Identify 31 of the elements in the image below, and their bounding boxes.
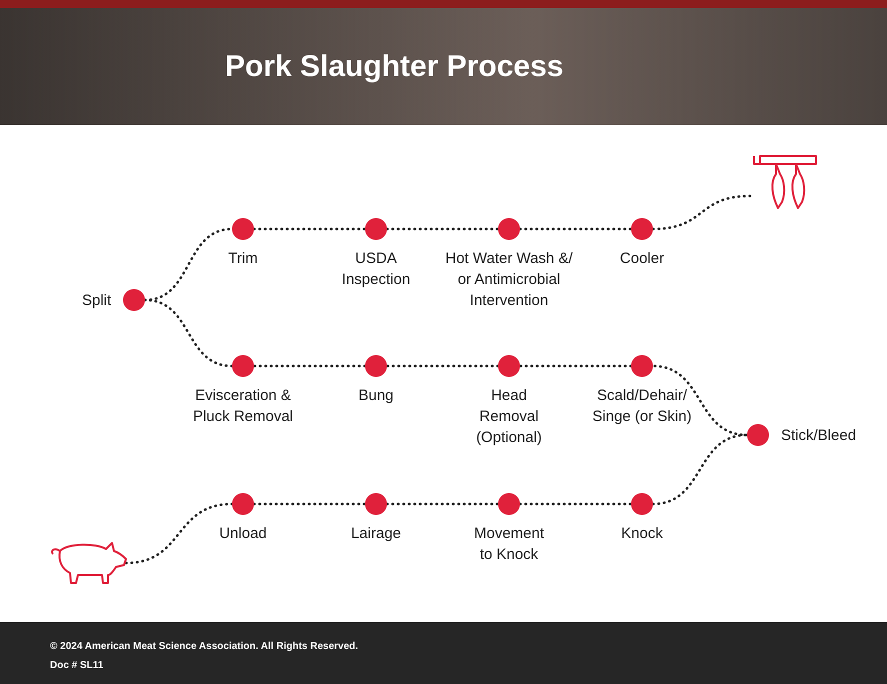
- step-label: Scald/Dehair/ Singe (or Skin): [591, 386, 693, 427]
- step-label: Lairage: [350, 524, 402, 544]
- connector: [518, 364, 632, 368]
- connector: [518, 502, 632, 506]
- title: Pork Slaughter Process: [225, 50, 564, 84]
- connector: [252, 502, 366, 506]
- step-label: Trim: [227, 249, 259, 269]
- connector: [652, 434, 748, 506]
- hanging-carcass-icon: [752, 152, 818, 212]
- connector: [518, 228, 632, 230]
- step-label: Unload: [218, 524, 268, 544]
- connector: [386, 502, 500, 506]
- document-number: Doc # SL11: [50, 660, 104, 671]
- step-label: USDA Inspection: [340, 249, 412, 290]
- step-label: Cooler: [618, 249, 666, 269]
- connector: [386, 364, 500, 368]
- step-label: Knock: [620, 524, 664, 544]
- connector: [386, 228, 500, 230]
- connector: [124, 502, 234, 564]
- copyright-notice: © 2024 American Meat Science Association. All Rights Reserved.: [50, 641, 358, 652]
- step-label: Hot Water Wash &/ or Antimicrobial Intervention: [444, 249, 574, 311]
- step-label: Head Removal (Optional): [475, 386, 543, 448]
- step-label: Split: [82, 290, 112, 310]
- connector: [652, 364, 748, 436]
- connector: [652, 194, 752, 230]
- connector: [252, 228, 366, 230]
- step-label: Movement to Knock: [472, 524, 546, 565]
- step-label: Evisceration & Pluck Removal: [192, 386, 294, 427]
- step-label: Stick/Bleed: [781, 426, 856, 446]
- connector: [252, 364, 366, 368]
- step-label: Bung: [357, 386, 395, 406]
